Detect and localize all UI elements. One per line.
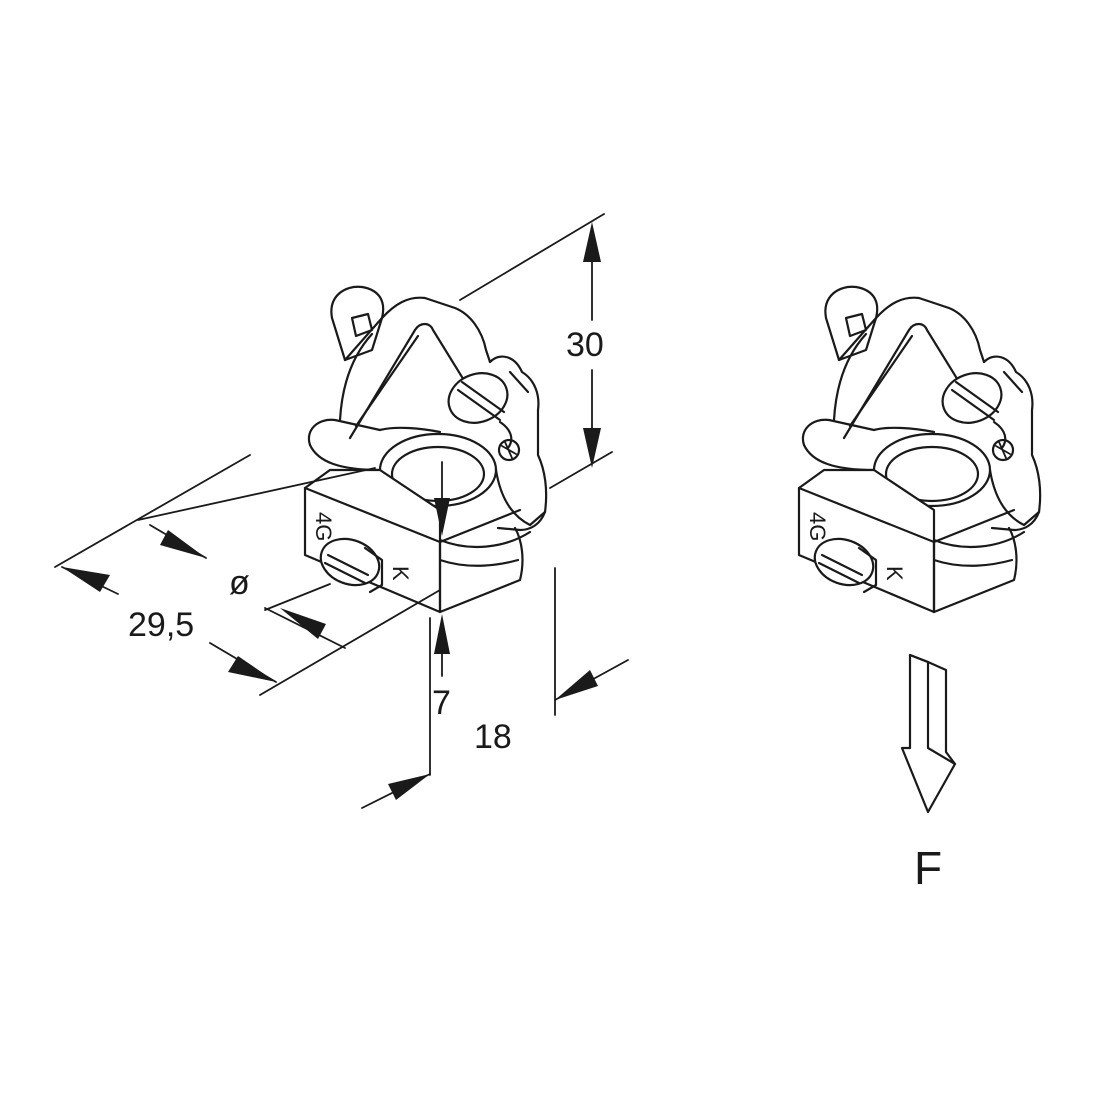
side-letter-marking: K [388,566,413,581]
dimension-width-label: 18 [474,718,512,756]
clamp-left: 4G K [303,285,548,614]
side-number-marking: 4G [311,512,336,541]
dimension-diameter-label: ø [229,564,250,602]
dimension-lines: 30 29,5 ø 7 18 [54,213,629,809]
force-label: F [914,842,942,894]
dimension-height-label: 30 [566,326,604,364]
clamp-right: 4G K [797,285,1042,614]
dimension-length-label: 29,5 [128,606,194,644]
side-number-marking-right: 4G [805,512,830,541]
dimension-offset-label: 7 [432,684,451,722]
side-letter-marking-right: K [882,566,907,581]
force-arrow [900,653,957,814]
